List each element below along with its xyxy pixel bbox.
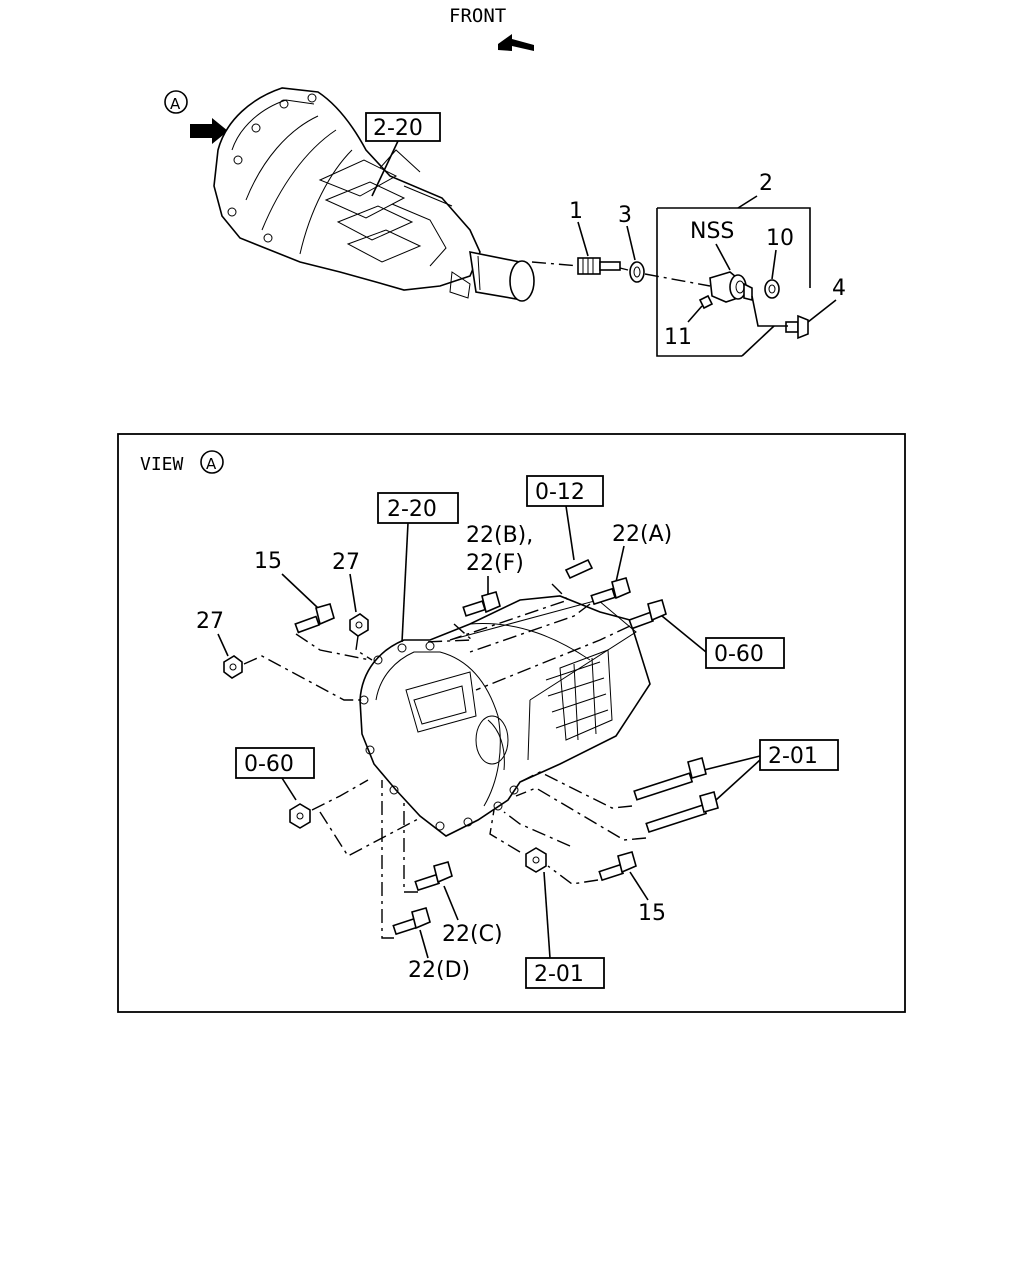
- label-part-10: 10: [766, 226, 794, 251]
- view-a-marker: A: [164, 90, 188, 114]
- long-bolt-lower: [645, 791, 719, 834]
- label-part-2: 2: [759, 171, 773, 196]
- label-bolt-22a: 22(A): [612, 522, 672, 547]
- ref-long-bolts-text: 2-01: [768, 744, 818, 769]
- part-4-bolt: [785, 314, 809, 340]
- part-10-seal: [764, 279, 780, 299]
- bolt-22bf: [462, 591, 501, 617]
- bolt-22a: [590, 577, 631, 606]
- part-3-o-ring: [629, 261, 645, 283]
- bolt-15-top: [294, 603, 335, 634]
- bolt-15-bottom: [598, 851, 637, 882]
- view-direction-arrow-icon: [190, 118, 228, 144]
- label-bolt-22bf-line2: 22(F): [466, 551, 524, 576]
- nut-060-left: [289, 803, 311, 829]
- ref-bolt-right-text: 0-60: [714, 642, 764, 667]
- front-label: FRONT: [449, 5, 506, 27]
- kit-box-part-2: [656, 195, 811, 357]
- ref-box-bottom-nut: 2-01: [525, 957, 605, 989]
- view-a-title-marker-letter: A: [206, 455, 217, 473]
- label-part-1: 1: [569, 199, 583, 224]
- ref-box-transmission-top: 2-20: [365, 112, 441, 142]
- label-bolt-22d: 22(D): [408, 958, 470, 983]
- ref-box-dowel: 0-12: [526, 475, 604, 507]
- bolt-060-right: [628, 599, 667, 630]
- label-part-11: 11: [664, 325, 692, 350]
- nut-201-bottom: [525, 847, 547, 873]
- view-a-title: VIEW: [140, 454, 184, 475]
- ref-transmission-view-text: 2-20: [387, 497, 437, 522]
- ref-box-long-bolts: 2-01: [759, 739, 839, 771]
- bell-housing-illustration: [359, 595, 651, 837]
- ref-box-transmission-view: 2-20: [377, 492, 459, 524]
- label-bolt-15-bottom: 15: [638, 901, 666, 926]
- label-bolt-22c: 22(C): [442, 922, 503, 947]
- view-a-marker-letter: A: [170, 95, 181, 113]
- dowel-pin: [564, 558, 594, 580]
- bolt-22c: [414, 861, 453, 892]
- bolt-22d: [392, 907, 431, 936]
- long-bolt-upper: [633, 757, 707, 801]
- front-arrow-icon: [498, 34, 534, 51]
- view-a-title-marker: A: [200, 450, 224, 474]
- ref-box-nut-left: 0-60: [235, 747, 315, 779]
- nut-27-left: [223, 655, 243, 679]
- nss-sensor: [709, 271, 753, 303]
- label-nut-27-left: 27: [196, 609, 224, 634]
- label-nss: NSS: [690, 219, 734, 244]
- part-1-driven-gear: [577, 257, 621, 275]
- part-11-pin: [698, 294, 714, 310]
- label-part-3: 3: [618, 203, 632, 228]
- ref-dowel-text: 0-12: [535, 480, 585, 505]
- label-bolt-22bf-line1: 22(B),: [466, 523, 533, 548]
- ref-nut-left-text: 0-60: [244, 752, 294, 777]
- nut-27-mid: [349, 613, 369, 637]
- label-nut-27-mid: 27: [332, 550, 360, 575]
- transmission-illustration: [213, 87, 535, 302]
- label-bolt-15-top: 15: [254, 549, 282, 574]
- label-part-4: 4: [832, 276, 846, 301]
- ref-transmission-top-text: 2-20: [373, 116, 423, 141]
- view-a-frame: [117, 433, 906, 1013]
- ref-box-bolt-right: 0-60: [705, 637, 785, 669]
- ref-bottom-nut-text: 2-01: [534, 962, 584, 987]
